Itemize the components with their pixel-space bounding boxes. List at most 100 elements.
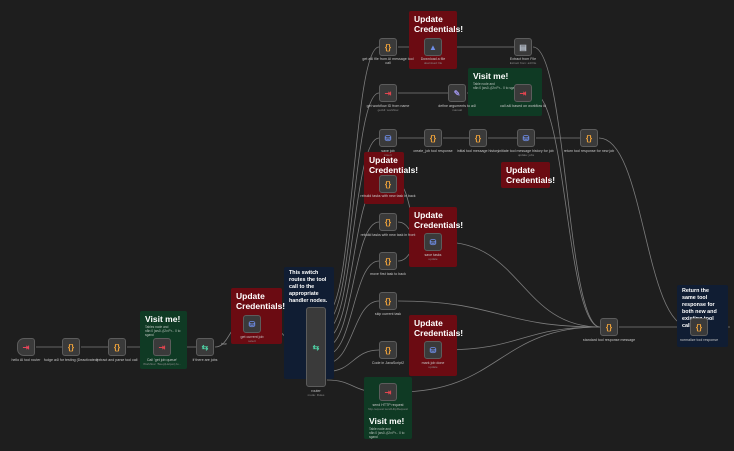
if-node[interactable]: ⇆ <box>196 338 214 356</box>
database-icon: ⛁ <box>384 133 392 143</box>
code-node[interactable]: {} <box>424 129 442 147</box>
connection-line <box>397 326 601 393</box>
edit-fields-icon: ✎ <box>453 88 461 98</box>
sticky-title: Visit me! <box>473 71 509 81</box>
node-label: call a4l based on workflow id <box>500 104 546 108</box>
http-request-node[interactable]: ⇥ <box>379 383 397 401</box>
code-node[interactable]: {} <box>469 129 487 147</box>
node-label: return tool response for new job <box>563 149 615 153</box>
sticky-title: Update Credentials! <box>506 165 556 185</box>
if-branch-icon: ⇆ <box>201 342 209 352</box>
node-label: initial tool message history <box>456 149 500 153</box>
database-icon: ⛁ <box>522 133 530 143</box>
connection-line <box>442 326 601 351</box>
code-braces-icon: {} <box>384 345 392 355</box>
database-node[interactable]: ⛁ <box>424 233 442 251</box>
connection-line <box>326 46 380 313</box>
code-braces-icon: {} <box>384 217 392 227</box>
sticky-note-visit-me[interactable]: Visit me! Tables node and n8n:0 (ws0..(t… <box>140 311 187 369</box>
code-braces-icon: {} <box>605 322 613 332</box>
node-label: rebuild tasks with new task in back <box>360 194 416 198</box>
node-label: hello AI tool router <box>11 358 41 362</box>
code-node[interactable]: {} <box>379 292 397 310</box>
connection-line <box>326 92 380 321</box>
code-node[interactable]: {} <box>379 175 397 193</box>
node-label: normalize tool response <box>679 338 719 342</box>
database-icon: ⛁ <box>429 237 437 247</box>
trigger-icon: ⇥ <box>22 342 30 352</box>
node-label: if there are jobs <box>192 358 218 362</box>
code-node[interactable]: {} <box>62 338 80 356</box>
execute-workflow-icon: ⇥ <box>384 88 392 98</box>
sticky-title: Update Credentials! <box>236 291 286 311</box>
file-extract-icon: ▤ <box>519 42 527 52</box>
connection-line <box>532 92 601 328</box>
connection-line <box>397 300 601 328</box>
database-node[interactable]: ⛁ <box>379 129 397 147</box>
code-braces-icon: {} <box>474 133 482 143</box>
execute-workflow-node[interactable]: ⇥ <box>153 338 171 356</box>
code-braces-icon: {} <box>384 296 392 306</box>
database-node[interactable]: ⛁ <box>517 129 535 147</box>
code-node[interactable]: {} <box>379 341 397 359</box>
execute-workflow-icon: ⇥ <box>158 342 166 352</box>
code-node[interactable]: {} <box>600 318 618 336</box>
code-node[interactable]: {} <box>108 338 126 356</box>
node-label: rebuild tasks with new task in front <box>360 233 416 237</box>
node-label: fudge a4l for testing (Deactivated) <box>44 358 98 362</box>
switch-node[interactable]: ⇆ <box>306 307 326 387</box>
edit-fields-node[interactable]: ✎ <box>448 84 466 102</box>
node-label: Call 'get job queue'Workflow: 'Beep|Help… <box>143 358 181 367</box>
switch-router-icon: ⇆ <box>312 342 320 352</box>
google-drive-icon: ▲ <box>429 42 437 52</box>
execute-workflow-icon: ⇥ <box>384 387 392 397</box>
node-label: create_job tool response <box>413 149 453 153</box>
code-node[interactable]: {} <box>580 129 598 147</box>
connection-line <box>326 221 380 347</box>
node-label: standard tool response message <box>582 338 636 342</box>
code-node[interactable]: {} <box>379 213 397 231</box>
sticky-title: Visit me! <box>369 416 405 426</box>
connection-line <box>442 241 601 328</box>
code-node[interactable]: {} <box>379 38 397 56</box>
database-icon: ⛁ <box>248 319 256 329</box>
execute-workflow-node[interactable]: ⇥ <box>514 84 532 102</box>
sticky-title: Update Credentials! <box>369 155 419 175</box>
connection-line <box>326 300 380 364</box>
edge-label-true: true <box>221 342 227 346</box>
connection-line <box>598 137 691 328</box>
node-label: extract and parse tool call <box>96 358 138 362</box>
database-icon: ⛁ <box>429 345 437 355</box>
sticky-note-update-credentials[interactable]: Update Credentials! <box>501 162 556 188</box>
code-braces-icon: {} <box>695 322 703 332</box>
database-node[interactable]: ⛁ <box>424 341 442 359</box>
connection-line <box>532 46 601 328</box>
code-braces-icon: {} <box>384 42 392 52</box>
sticky-title: Update Credentials! <box>414 14 464 34</box>
code-braces-icon: {} <box>113 342 121 352</box>
google-drive-node[interactable]: ▲ <box>424 38 442 56</box>
sticky-body: Table node and n8n:0 (ws0..(t2v:Pr... 0 … <box>369 427 405 439</box>
code-node[interactable]: {} <box>690 318 708 336</box>
sticky-title: Visit me! <box>145 314 181 324</box>
code-braces-icon: {} <box>67 342 75 352</box>
code-node[interactable]: {} <box>379 252 397 270</box>
database-node[interactable]: ⛁ <box>243 315 261 333</box>
connection-line <box>326 137 380 330</box>
code-braces-icon: {} <box>384 256 392 266</box>
node-label: get a4l file from AI message tool call <box>362 57 414 66</box>
trigger-node[interactable]: ⇥ <box>17 338 35 356</box>
execute-workflow-node[interactable]: ⇥ <box>379 84 397 102</box>
extract-file-node[interactable]: ▤ <box>514 38 532 56</box>
